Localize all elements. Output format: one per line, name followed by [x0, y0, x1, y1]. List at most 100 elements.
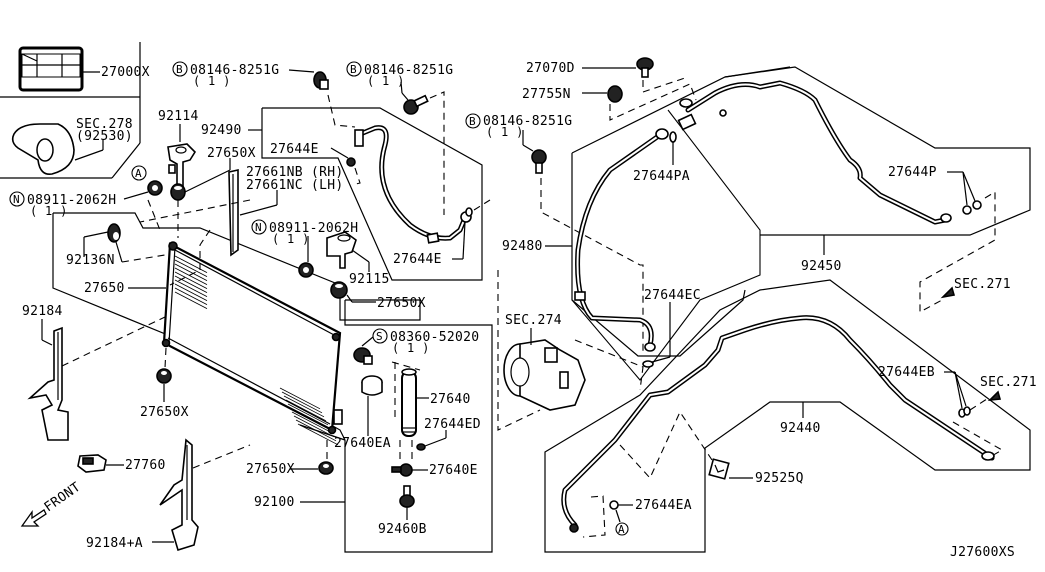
screw-mark-icon — [372, 328, 388, 344]
nut-mark-label-mid: N — [255, 221, 262, 234]
rubber-mount-27650x-bottom — [318, 461, 334, 475]
callout-27640ea[interactable]: 27640EA — [334, 436, 391, 451]
o-ring-27644ec — [642, 360, 654, 368]
callout-92100[interactable]: 92100 — [254, 495, 295, 510]
callout-27644ea[interactable]: 27644EA — [635, 498, 692, 513]
callout-27661nb[interactable]: 27661NB (RH) — [246, 165, 344, 180]
callout-nut-08911-mid[interactable]: 08911-2062H — [269, 221, 358, 236]
condenser-fin — [174, 287, 208, 305]
condenser-fin — [174, 291, 208, 309]
callout-sec-271-bottom[interactable]: SEC.271 — [980, 375, 1037, 390]
callout-27644ed[interactable]: 27644ED — [424, 417, 481, 432]
bolt-08146-icon-1 — [313, 71, 329, 90]
rubber-mount-27650x-top — [170, 183, 186, 201]
condenser-fin — [174, 263, 208, 281]
bolt-08146-icon-2 — [403, 94, 429, 115]
nut-08911-icon-mid — [298, 262, 314, 278]
nut-08911-icon-top — [147, 180, 163, 196]
callout-sec-274[interactable]: SEC.274 — [505, 313, 562, 328]
top-left-box — [0, 42, 141, 179]
bracket-27640ea — [361, 375, 383, 396]
rubber-mount-27650x-mid — [330, 281, 348, 299]
callout-nut-08911-top[interactable]: 08911-2062H — [27, 193, 116, 208]
callout-92440[interactable]: 92440 — [780, 421, 821, 436]
callout-92490[interactable]: 92490 — [201, 123, 242, 138]
o-ring-27644ed — [416, 443, 426, 451]
pipe-92450-outline — [724, 66, 1031, 236]
bracket-92114 — [167, 143, 197, 187]
hose-92490-outline — [261, 107, 483, 281]
callout-screw-08360[interactable]: 08360-52020 — [390, 330, 479, 345]
clip-92136n — [107, 223, 121, 243]
front-arrow-icon — [20, 509, 47, 527]
air-guide-92184a — [159, 438, 199, 552]
condenser-fin — [293, 415, 335, 438]
bolt-92460b — [399, 485, 415, 508]
pipe-92450 — [677, 80, 952, 225]
callout-27640e[interactable]: 27640E — [429, 463, 478, 478]
bracket-92115 — [326, 231, 357, 269]
bolt-mark-label-2: B — [350, 63, 357, 76]
callout-92525q[interactable]: 92525Q — [755, 471, 804, 486]
callout-27644pa[interactable]: 27644PA — [633, 169, 690, 184]
callout-sec-278-sub[interactable]: (92530) — [76, 129, 133, 144]
air-guide-92184 — [27, 326, 69, 441]
callout-92480[interactable]: 92480 — [502, 239, 543, 254]
callout-sec-271-top[interactable]: SEC.271 — [954, 277, 1011, 292]
nut-mark-label: N — [13, 193, 20, 206]
hose-92480-outline — [571, 66, 791, 357]
callout-92115[interactable]: 92115 — [349, 272, 390, 287]
callout-27650x-low[interactable]: 27650X — [140, 405, 189, 420]
callout-bolt-08146-3-qty: ( 1 ) — [486, 125, 524, 139]
bolt-mark-icon-3 — [465, 113, 481, 129]
compressor-sec274 — [503, 339, 586, 411]
callout-27640[interactable]: 27640 — [430, 392, 471, 407]
condenser-fin — [283, 395, 325, 418]
condenser-fin — [285, 399, 327, 422]
label-plate-icon — [18, 46, 84, 92]
callout-27644p[interactable]: 27644P — [888, 165, 937, 180]
callout-27644eb[interactable]: 27644EB — [878, 365, 935, 380]
callout-27644ec[interactable]: 27644EC — [644, 288, 701, 303]
callout-27760[interactable]: 27760 — [125, 458, 166, 473]
plug-27640e — [391, 463, 413, 477]
callout-92136n[interactable]: 92136N — [66, 253, 115, 268]
bolt-mark-label-3: B — [469, 115, 476, 128]
bolt-mark-icon-2 — [346, 61, 362, 77]
rubber-mount-27650x-low — [156, 368, 172, 384]
callout-bolt-08146-1[interactable]: 08146-8251G — [190, 63, 279, 78]
callout-27650x-bottom[interactable]: 27650X — [246, 462, 295, 477]
condenser-fin — [174, 275, 208, 293]
hose-92490 — [354, 125, 472, 244]
callout-92114[interactable]: 92114 — [158, 109, 199, 124]
ref-a-label-top: A — [135, 167, 142, 180]
callout-sec-278[interactable]: SEC.278 — [76, 117, 133, 132]
o-ring-27644p — [962, 200, 982, 215]
callout-27000x[interactable]: 27000X — [101, 65, 150, 80]
condenser-fin — [289, 407, 331, 430]
callout-27644e-mid[interactable]: 27644E — [393, 252, 442, 267]
condenser-fin — [174, 259, 208, 277]
callout-92184a[interactable]: 92184+A — [86, 536, 143, 551]
screw-mark-label: S — [376, 330, 383, 343]
callout-bolt-08146-2[interactable]: 08146-8251G — [364, 63, 453, 78]
callout-27755n[interactable]: 27755N — [522, 87, 571, 102]
callout-27650x-top[interactable]: 27650X — [207, 146, 256, 161]
condenser-fin — [281, 391, 323, 414]
callout-92184[interactable]: 92184 — [22, 304, 63, 319]
o-ring-27644e-top — [346, 157, 356, 167]
callout-bolt-08146-1-qty: ( 1 ) — [193, 74, 231, 88]
callout-27650[interactable]: 27650 — [84, 281, 125, 296]
sensor-27760 — [77, 454, 107, 473]
callout-27644e-top[interactable]: 27644E — [270, 142, 319, 157]
callout-92450[interactable]: 92450 — [801, 259, 842, 274]
callout-27661nc[interactable]: 27661NC (LH) — [246, 178, 344, 193]
nut-mark-icon — [9, 191, 25, 207]
clip-27755n — [607, 85, 623, 103]
callout-92460b[interactable]: 92460B — [378, 522, 427, 537]
callout-bolt-08146-3[interactable]: 08146-8251G — [483, 114, 572, 129]
bolt-08146-icon-3 — [531, 149, 547, 174]
callout-27650x-mid[interactable]: 27650X — [377, 296, 426, 311]
callout-27070d[interactable]: 27070D — [526, 61, 575, 76]
